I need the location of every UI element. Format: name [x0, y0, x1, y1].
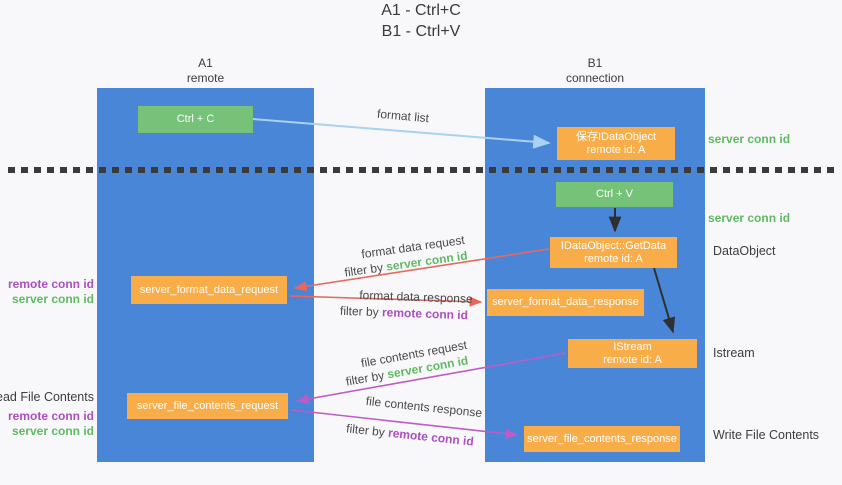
label-format-list: format list — [376, 106, 430, 126]
lane-a1-title: A1 — [198, 56, 213, 70]
remote-conn-id-highlight-2: remote conn id — [387, 425, 475, 449]
left-server-conn-id-2: server conn id — [11, 424, 94, 438]
server-format-data-request-label: server_format_data_request — [139, 283, 279, 296]
right-istream-label: Istream — [713, 346, 755, 360]
server-file-contents-request-node: server_file_contents_request — [127, 393, 288, 419]
label-filter-by-remote-conn-id-1: filter by remote conn id — [340, 304, 468, 322]
left-remote-conn-id-2: remote conn id — [7, 409, 94, 423]
server-file-contents-response-node: server_file_contents_response — [524, 426, 680, 452]
server-format-data-response-label: server_format_data_response — [492, 296, 639, 308]
server-format-data-request-node: server_format_data_request — [131, 276, 287, 304]
label-file-contents-response: file contents response — [365, 393, 483, 421]
dashed-divider-line — [8, 167, 834, 173]
lane-b1-title: B1 — [587, 56, 603, 70]
label-filter-by-remote-conn-id-2: filter by remote conn id — [346, 421, 475, 448]
remote-conn-id-highlight-1: remote conn id — [381, 305, 469, 323]
left-read-file-contents-label: Read File Contents — [0, 390, 94, 404]
istream-line1: IStream — [613, 340, 652, 353]
right-server-conn-id-top: server conn id — [708, 132, 791, 146]
filter-by-text-4: filter by — [345, 421, 389, 440]
ctrl-c-label: Ctrl + C — [176, 113, 215, 125]
right-server-conn-id-mid: server conn id — [708, 211, 791, 225]
ctrl-v-label: Ctrl + V — [596, 188, 633, 200]
server-format-data-response-node: server_format_data_response — [487, 289, 644, 316]
filter-by-text-2: filter by — [339, 303, 383, 320]
idataobject-getdata-line2: remote id: A — [584, 252, 643, 265]
save-idataobject-line2: remote id: A — [586, 143, 646, 156]
ctrl-c-node: Ctrl + C — [138, 106, 253, 133]
right-dataobject-label: DataObject — [713, 244, 776, 258]
idataobject-getdata-node: IDataObject::GetData remote id: A — [550, 237, 677, 268]
save-idataobject-node: 保存IDataObject remote id: A — [557, 127, 675, 160]
lane-b1-subtitle: connection — [565, 71, 625, 85]
left-server-conn-id-1: server conn id — [11, 292, 94, 306]
idataobject-getdata-line1: IDataObject::GetData — [560, 239, 667, 252]
left-conn-id-pair-2: remote conn id server conn id — [8, 409, 94, 439]
filter-by-text-3: filter by — [344, 367, 389, 389]
left-remote-conn-id-1: remote conn id — [7, 277, 94, 291]
istream-line2: remote id: A — [603, 353, 662, 366]
label-format-data-response: format data response — [359, 288, 473, 306]
istream-node: IStream remote id: A — [568, 339, 697, 368]
title-line-1: A1 - Ctrl+C — [381, 2, 461, 19]
diagram-title: A1 - Ctrl+C B1 - Ctrl+V — [0, 0, 842, 42]
server-file-contents-response-label: server_file_contents_response — [527, 432, 677, 445]
ctrl-v-node: Ctrl + V — [556, 182, 673, 207]
save-idataobject-line1: 保存IDataObject — [575, 130, 657, 143]
title-line-2: B1 - Ctrl+V — [381, 23, 461, 40]
lane-a1-subtitle: remote — [186, 71, 225, 85]
lane-header-b1: B1 connection — [485, 56, 705, 86]
left-conn-id-pair-1: remote conn id server conn id — [8, 277, 94, 307]
filter-by-text-1: filter by — [343, 259, 388, 280]
right-write-file-contents-label: Write File Contents — [713, 428, 820, 442]
lane-header-a1: A1 remote — [97, 56, 314, 86]
server-file-contents-request-label: server_file_contents_request — [136, 399, 279, 412]
